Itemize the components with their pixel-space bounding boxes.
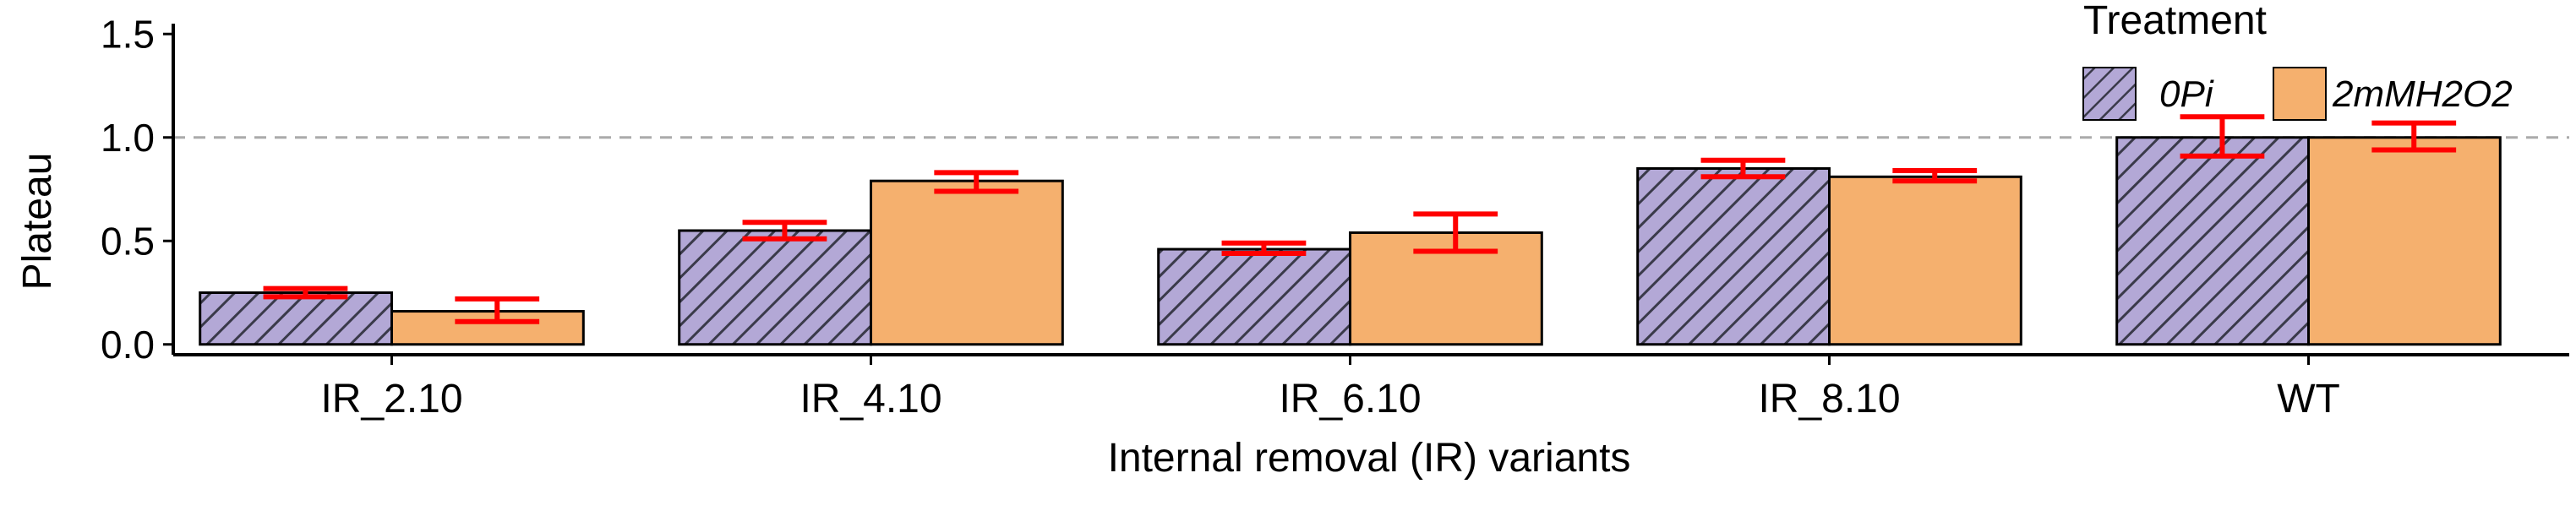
x-tick-label-ir-2-10: IR_2.10	[320, 377, 462, 421]
bar-2mmh2o2-ir-4-10	[870, 179, 1064, 346]
bar-0pi-ir-8-10	[1636, 167, 1831, 346]
bar-2mmh2o2-wt	[2307, 136, 2502, 346]
x-tick-label-ir-6-10: IR_6.10	[1279, 377, 1421, 421]
y-axis-label: Plateau	[15, 153, 60, 291]
y-tick-label-1: 0.5	[101, 219, 155, 263]
y-tick-label-0: 0.0	[101, 323, 155, 367]
x-tick-label-wt: WT	[2277, 377, 2340, 421]
legend-item-2mmh2o2: 2mMH2O2	[2273, 67, 2513, 121]
legend-label-0pi: 0Pi	[2159, 73, 2214, 115]
plot-area: IR_2.10 IR_4.10 IR_6.10 IR_8.10 WT 0.0 0.5 1.0 1…	[101, 12, 2569, 421]
bar-0pi-ir-2-10	[199, 291, 393, 346]
legend-swatch-2mmh2o2	[2273, 67, 2327, 121]
bar-0pi-ir-4-10	[678, 229, 873, 346]
legend-item-0pi: 0Pi	[2082, 67, 2214, 121]
y-tick-label-3: 1.5	[101, 12, 155, 56]
bar-0pi-ir-6-10	[1157, 247, 1351, 346]
x-tick-label-ir-4-10: IR_4.10	[800, 377, 941, 421]
legend: Treatment 0Pi 2mMH2O2	[2082, 0, 2513, 121]
bar-2mmh2o2-ir-2-10	[390, 310, 585, 346]
x-tick-label-ir-8-10: IR_8.10	[1758, 377, 1900, 421]
legend-swatch-0pi	[2082, 67, 2137, 121]
legend-title: Treatment	[2083, 0, 2267, 43]
x-axis-label: Internal removal (IR) variants	[1108, 436, 1631, 481]
y-tick-label-2: 1.0	[101, 116, 155, 160]
bar-2mmh2o2-ir-8-10	[1828, 175, 2022, 346]
legend-label-2mmh2o2: 2mMH2O2	[2332, 73, 2513, 115]
bar-0pi-wt	[2115, 136, 2310, 346]
